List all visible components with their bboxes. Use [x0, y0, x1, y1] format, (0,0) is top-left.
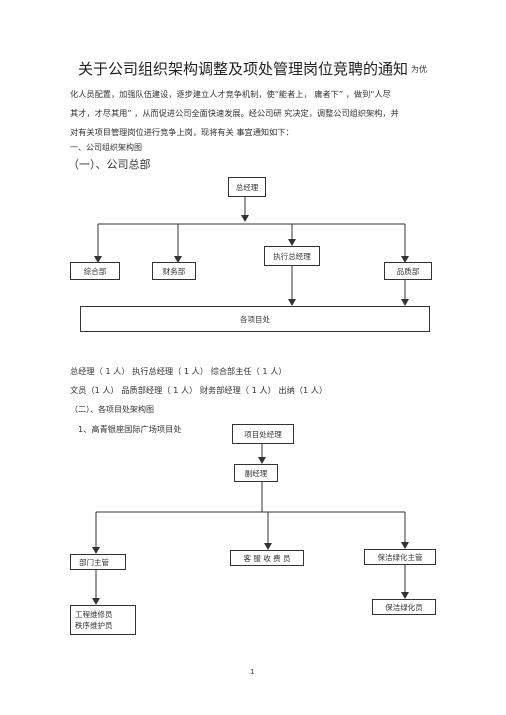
org-box-cleaning-staff: 保洁绿化员 [372, 599, 436, 615]
org-box-project-manager: 项目处经理 [232, 424, 294, 444]
intro-paragraph-line-2: 其才，才尽其用” ，从而促进公司全面快速发展。经公司研 究决定，调整公司组织架构… [70, 108, 399, 118]
org-box-project-offices: 各项目处 [80, 306, 430, 332]
org-box-general-manager: 总经理 [228, 177, 266, 197]
staffing-line-2: 文员（1 人） 品质部经理（ 1 人） 财务部经理（ 1 人） 出纳（1 人） [70, 385, 328, 395]
section-heading-org-chart: 一、公司组织架构图 [70, 143, 142, 152]
staffing-line-1: 总经理（ 1 人） 执行总经理（ 1 人） 综合部主任（ 1 人） [70, 366, 287, 376]
project-office-heading: 1、高青银座国际广场项目处 [78, 424, 182, 434]
page-number: 1 [250, 668, 255, 676]
intro-paragraph-line-3: 对有关项目管理岗位进行竞争上岗，现将有关 事宜通知如下： [70, 127, 294, 137]
document-title: 关于公司组织架构调整及项处管理岗位竞聘的通知 [78, 60, 409, 78]
org-box-quality-department: 品质部 [384, 262, 432, 280]
org-box-executive-general-manager: 执行总经理 [264, 246, 320, 266]
subsection-headquarters: （一）、公司总部 [68, 158, 151, 171]
maintenance-staff-label: 工程维修员 [75, 610, 113, 619]
org-box-customer-service-cashier: 客 服 收 费 员 [230, 550, 304, 566]
org-box-cleaning-supervisor: 保洁绿化主管 [364, 549, 436, 565]
org-box-deputy-manager: 副经理 [234, 464, 278, 482]
org-box-department-supervisor: 部门主管 [70, 554, 126, 570]
order-staff-label: 秩序维护员 [75, 621, 113, 630]
org-box-admin-department: 综合部 [70, 262, 120, 280]
org-box-finance-department: 财务部 [152, 262, 196, 280]
intro-paragraph-line-1: 化人员配置，加强队伍建设，逐步建立人才竞争机制，使“能者上， 庸者下” ，做到“… [70, 89, 391, 99]
org-box-maintenance-order: 工程维修员 秩序维护员 [70, 605, 136, 635]
subsection-project-offices: （二）、各项目处架构图 [70, 405, 154, 414]
title-tail-text: 为优 [411, 65, 427, 74]
